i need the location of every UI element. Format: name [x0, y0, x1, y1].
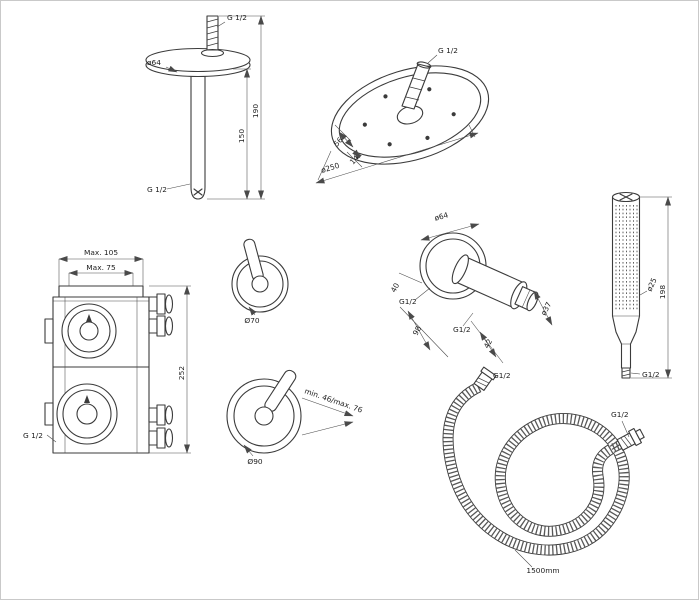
rain-shower-head: G 1/2 56 14 ø250: [315, 46, 490, 184]
shower-hose: G1/2 G1/2 1500mm: [448, 366, 645, 575]
arm-dim-190: 190: [251, 104, 260, 118]
ceiling-shower-arm: G 1/2 ø64 150 190 G 1/2: [145, 13, 265, 200]
wand-dim-198: 198: [658, 285, 667, 299]
valve-g-label: G 1/2: [23, 431, 43, 440]
arm-dia-label: ø64: [147, 58, 161, 67]
valve-fitting: [148, 293, 174, 315]
valve-fitting: [148, 427, 174, 449]
valve-max105-label: Max. 105: [84, 248, 118, 257]
hand-shower: ø25 198 G1/2: [611, 191, 672, 379]
hose-g-top-label: G1/2: [493, 371, 511, 380]
outlet-dim-42: 42: [482, 337, 494, 350]
wall-outlet-elbow: ø64 40 G1/2 98 G1/2 42 ø37: [389, 210, 554, 364]
trim-small: Ø70: [231, 238, 289, 325]
arm-g-top-label: G 1/2: [227, 13, 247, 22]
outlet-g-out-label: G1/2: [453, 325, 471, 334]
trim-large-depth-label: min. 46/max. 76: [303, 386, 364, 414]
outlet-dia-nipple-label: ø37: [539, 300, 554, 317]
wand-dia-label: ø25: [645, 276, 659, 293]
arm-dim-150: 150: [237, 129, 246, 143]
trim-small-dia-label: Ø70: [244, 316, 260, 325]
trim-large-dia-label: Ø90: [247, 457, 263, 466]
wand-body: [611, 196, 641, 369]
arm-thread-stub: [206, 15, 219, 51]
outlet-dim-40: 40: [389, 281, 402, 294]
arm-pipe: [190, 64, 206, 200]
head-g-label: G 1/2: [438, 46, 458, 55]
valve-fitting: [148, 315, 174, 337]
head-dia-label: ø250: [320, 161, 341, 175]
outlet-g-wall-label: G1/2: [399, 297, 417, 306]
hose-body: [448, 387, 624, 550]
valve-dim-252: 252: [177, 366, 186, 380]
hose-length-label: 1500mm: [526, 566, 559, 575]
wand-thread-stub: [621, 367, 631, 379]
outlet-dia-label: ø64: [433, 210, 449, 222]
hose-g-end-label: G1/2: [611, 410, 629, 419]
valve-max75-label: Max. 75: [86, 263, 116, 272]
trim-large: Ø90 min. 46/max. 76: [226, 369, 364, 466]
arm-g-bottom-label: G 1/2: [147, 185, 167, 194]
outlet-dim-98: 98: [411, 324, 424, 337]
hose-top-fitting: [473, 366, 497, 391]
hose-end-fitting: [616, 427, 645, 451]
wand-g-label: G1/2: [642, 370, 660, 379]
concealed-valve-body: Max. 105 Max. 75 252 G 1/2: [23, 248, 191, 454]
valve-fitting: [148, 404, 174, 426]
